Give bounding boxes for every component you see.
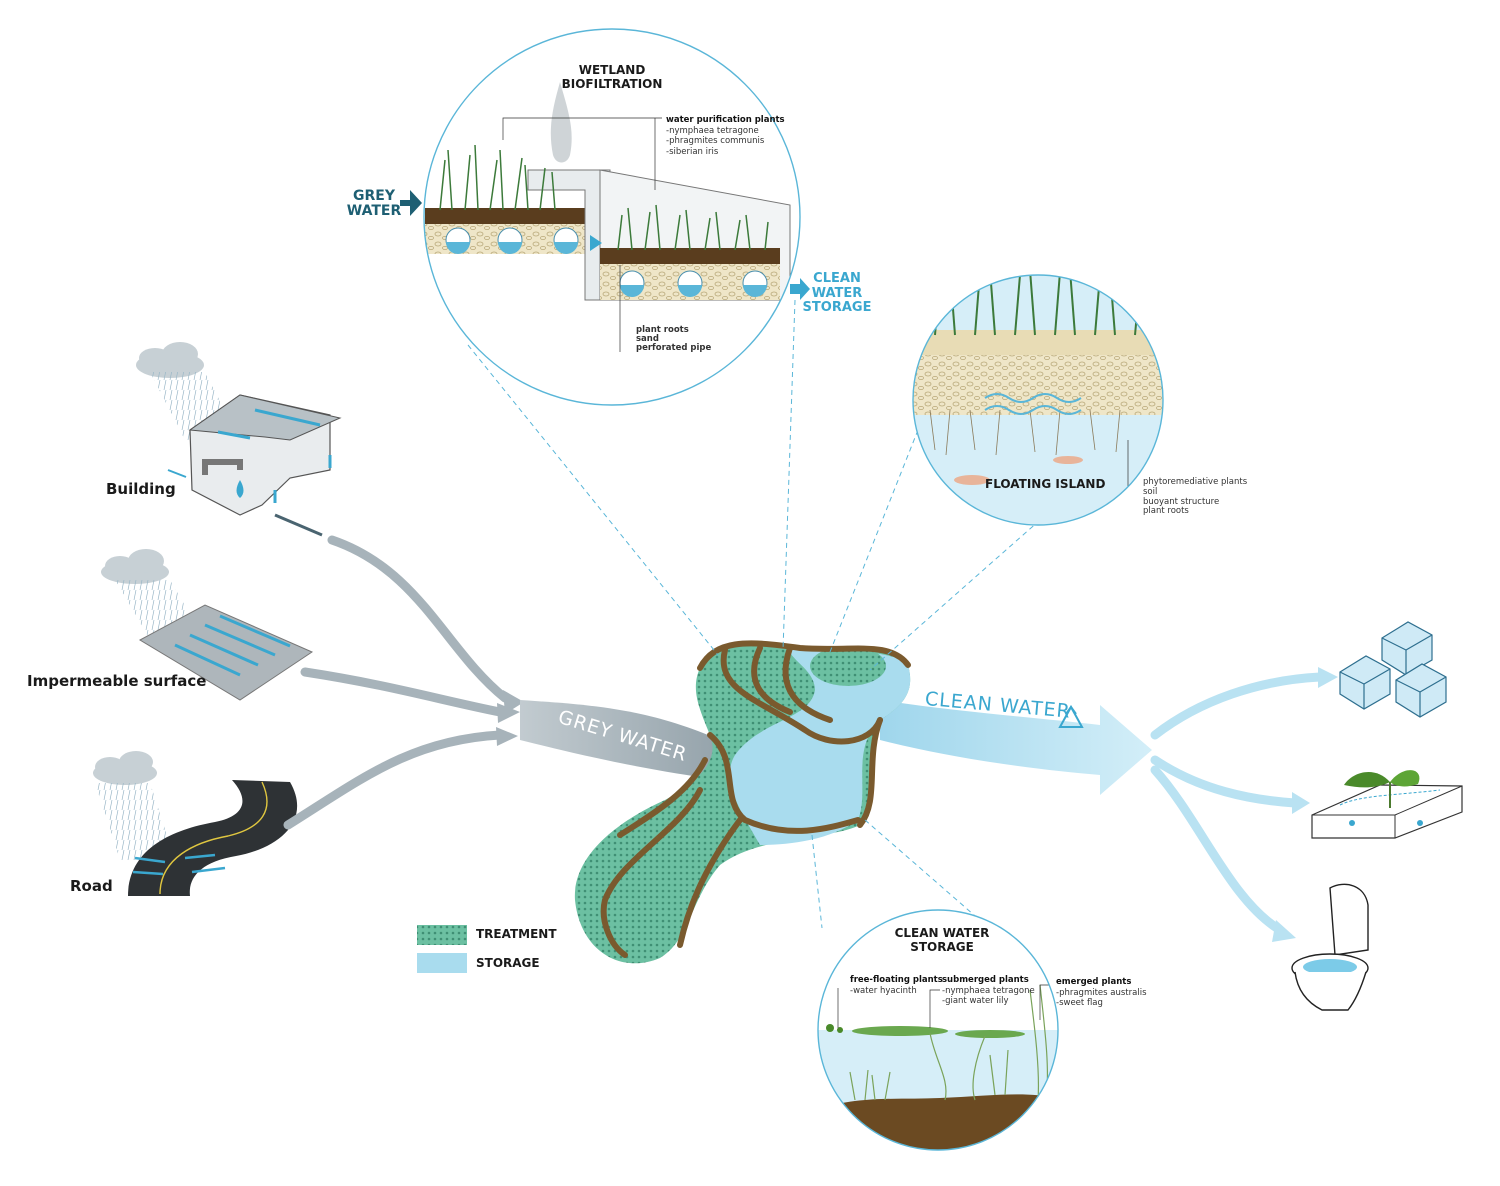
rain-icon [95,783,175,860]
grey-water-inflow-arrow [400,190,422,216]
legend-storage-label: STORAGE [476,956,540,970]
road-label: Road [70,877,113,895]
wetland-plan [574,640,911,964]
building-label: Building [106,480,176,498]
callout-lines [467,299,1041,943]
wetland-biofiltration-detail [423,28,801,406]
emerged-plants-note: emerged plants -phragmites australis -sw… [1056,977,1147,1008]
fish-icon [1053,456,1083,464]
clean-water-band [880,700,1152,795]
legend-storage-swatch [417,953,467,973]
recycle-icon [1058,704,1084,728]
cloud-icon [136,342,204,378]
impermeable-surface-illustration [101,549,314,701]
clean-outflow-arrows [1150,672,1325,935]
cloud-icon [101,549,169,584]
legend-treatment-label: TREATMENT [476,927,557,941]
submerged-plants-note: submerged plants -nymphaea tetragone -gi… [942,975,1035,1006]
wetland-outflow-label: CLEAN WATER STORAGE [802,271,872,315]
cloud-icon [93,751,157,785]
wetland-plants-note: water purification plants -nymphaea tetr… [666,115,785,157]
floating-island-detail [912,274,1164,526]
ice-cubes-icon [1339,621,1447,718]
grey-water-band [520,700,720,780]
irrigation-planter-icon [1311,770,1463,839]
impermeable-surface-label: Impermeable surface [27,672,207,690]
road-illustration [93,751,298,896]
floating-island-title: FLOATING ISLAND [985,477,1106,491]
free-floating-plants-note: free-floating plants -water hyacinth [850,975,943,996]
wetland-inflow-label: GREY WATER [346,188,402,219]
grey-inflow-arrows [283,535,510,830]
fish-icon [954,475,990,485]
legend-treatment-swatch [417,925,467,945]
water-drop-icon [236,480,244,498]
wetland-title: WETLAND BIOFILTRATION [561,63,663,91]
wetland-layers-note: plant roots sand perforated pipe [636,325,712,353]
clean-water-outflow-arrow [790,278,810,300]
toilet-icon [1291,883,1369,1011]
storage-title: CLEAN WATER STORAGE [894,926,990,954]
building-illustration [136,342,342,537]
floating-island-layers-note: phytoremediative plants soil buoyant str… [1143,477,1248,517]
